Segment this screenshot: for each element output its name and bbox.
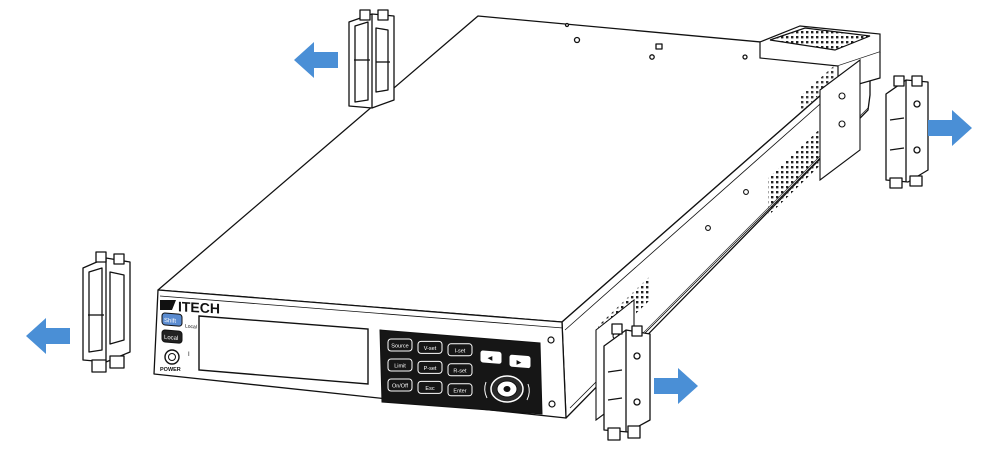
nav-key-right[interactable]: ► <box>509 354 531 369</box>
svg-text:Shift: Shift <box>164 318 176 325</box>
keypad-key-on-off[interactable]: On/Off <box>387 378 413 392</box>
power-label: POWER <box>160 367 181 373</box>
keypad-key-esc[interactable]: Esc <box>417 380 443 394</box>
svg-text:Local: Local <box>164 335 178 342</box>
keypad-key-label: R-set <box>453 368 467 374</box>
rack-ear-top-left <box>348 9 395 109</box>
shift-key[interactable]: Shift <box>161 312 183 327</box>
arrow-left-1 <box>26 318 70 354</box>
front-screw-top <box>547 336 555 344</box>
keypad-key-source[interactable]: Source <box>387 338 413 352</box>
arrow-left-0 <box>294 42 338 78</box>
rack-ear-right-top <box>885 75 929 189</box>
keypad-key-v-set[interactable]: V-set <box>417 340 443 354</box>
rack-ear-right-bottom <box>603 323 651 441</box>
keypad-key-label: I-set <box>455 348 466 354</box>
power-button[interactable] <box>164 349 180 365</box>
keypad-key-enter[interactable]: Enter <box>447 383 473 397</box>
local-key[interactable]: Local <box>161 329 183 344</box>
rotary-knob[interactable] <box>484 375 530 403</box>
keypad-key-label: On/Off <box>392 384 409 390</box>
arrow-right-3 <box>654 368 698 404</box>
keypad-key-label: P-set <box>424 366 437 372</box>
keypad-key-label: Source <box>391 344 408 350</box>
svg-text:►: ► <box>515 358 523 368</box>
keypad-key-label: V-set <box>424 346 437 352</box>
power-glyph: I <box>188 352 190 358</box>
keypad-key-p-set[interactable]: P-set <box>417 360 443 374</box>
keypad-key-limit[interactable]: Limit <box>387 358 413 372</box>
keypad-key-label: Limit <box>394 364 406 370</box>
arrow-right-2 <box>928 110 972 146</box>
direction-arrows <box>26 42 972 404</box>
keypad-key-r-set[interactable]: R-set <box>447 363 473 377</box>
front-panel: ITECH Shift Local Local I POWER Source V-… <box>160 298 556 415</box>
keypad-key-label: Esc <box>425 386 434 392</box>
keypad-key-i-set[interactable]: I-set <box>447 343 473 357</box>
nav-key-left[interactable]: ◄ <box>480 350 502 364</box>
keypad-key-label: Enter <box>453 388 466 394</box>
front-screw-bottom <box>548 400 556 408</box>
rack-ear-bottom-left <box>82 251 131 373</box>
lcd-display <box>198 315 369 385</box>
svg-text:◄: ◄ <box>486 353 494 363</box>
local-sublabel: Local <box>185 324 197 331</box>
itech-logo: ITECH <box>160 298 220 317</box>
logo-text: ITECH <box>178 298 220 316</box>
